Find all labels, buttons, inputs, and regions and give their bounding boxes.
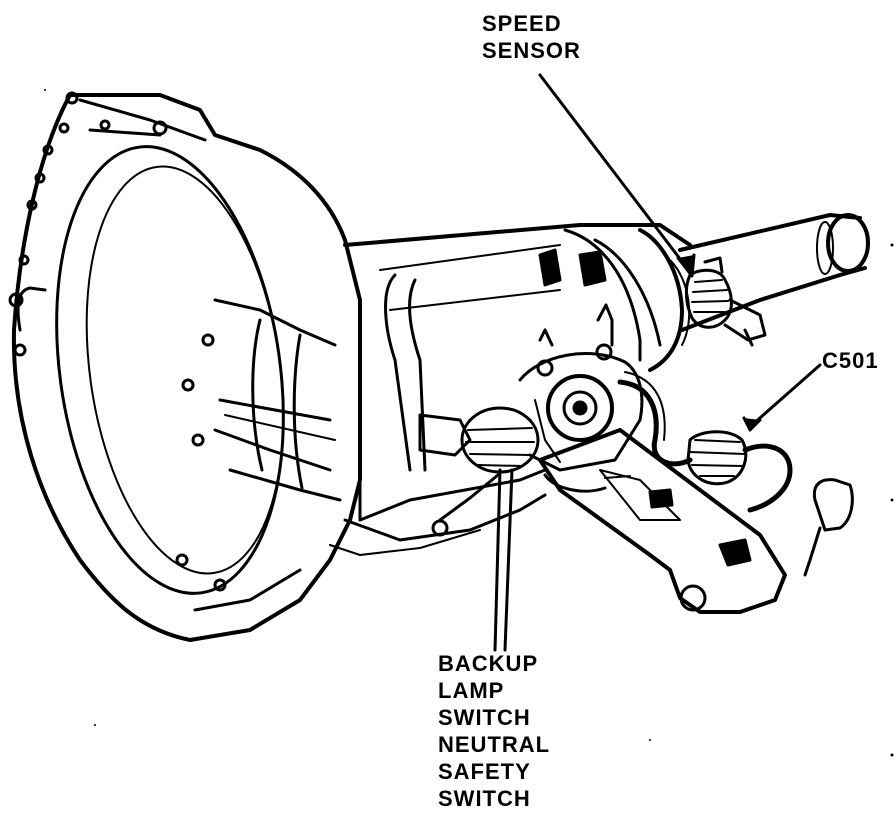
label-line: SWITCH	[438, 786, 531, 811]
extension-housing	[638, 213, 870, 372]
scan-noise	[44, 89, 894, 757]
c501-leader	[750, 363, 822, 427]
speed-sensor-leader	[538, 73, 692, 274]
label-line: SPEED	[482, 11, 562, 36]
label-line: LAMP	[438, 678, 505, 703]
shift-linkage	[538, 428, 787, 614]
speed-sensor-label: SPEED SENSOR	[482, 10, 581, 64]
label-line: SAFETY	[438, 759, 531, 784]
label-line: SWITCH	[438, 705, 531, 730]
label-line: SENSOR	[482, 38, 581, 63]
leader-lines	[493, 73, 822, 652]
label-line: BACKUP	[438, 651, 539, 676]
backup-lamp-neutral-safety-switch-label: BACKUP LAMP SWITCH NEUTRAL SAFETY SWITCH	[438, 650, 550, 812]
transmission-case	[329, 223, 692, 556]
backup-switch-leader	[493, 468, 502, 652]
bell-housing	[8, 91, 362, 642]
speed-sensor	[684, 256, 767, 347]
neutral-safety-switch	[518, 303, 644, 472]
wiring-harness	[617, 371, 854, 577]
label-line: NEUTRAL	[438, 732, 551, 757]
c501-label: C501	[822, 348, 879, 373]
neutral-switch-leader	[503, 468, 514, 652]
